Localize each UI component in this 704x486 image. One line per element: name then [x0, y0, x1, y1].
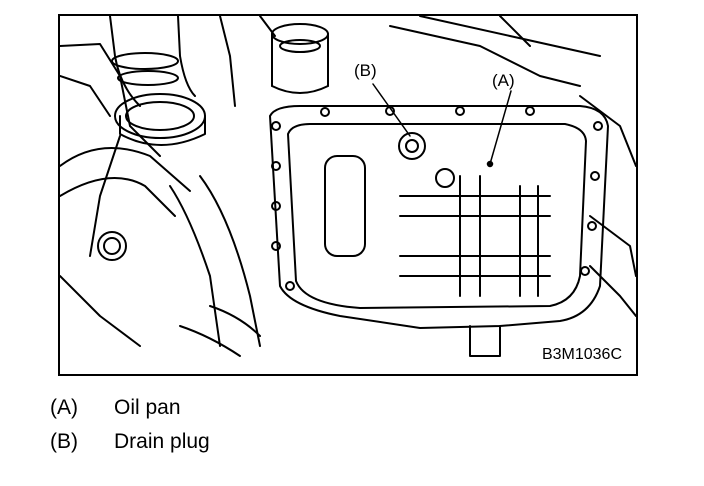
callout-labels: (B) (A): [354, 61, 515, 90]
coolant-pipe: [60, 147, 261, 357]
legend-text: Oil pan: [114, 396, 181, 419]
legend: (A) Oil pan (B) Drain plug: [50, 396, 210, 464]
legend-key: (A): [50, 396, 78, 419]
oil-pan-illustration: (B) (A) B3M1036C: [58, 14, 638, 376]
legend-item: (A) Oil pan: [50, 396, 210, 430]
engine-underside-drawing: (B) (A): [60, 16, 636, 357]
legend-key: (B): [50, 430, 78, 453]
intake-pipe: [109, 16, 206, 146]
legend-text: Drain plug: [114, 430, 210, 453]
callout-b-label: (B): [354, 61, 377, 80]
oil-pan: [269, 105, 609, 357]
callout-a-label: (A): [492, 71, 515, 90]
legend-item: (B) Drain plug: [50, 430, 210, 464]
engine-background: [60, 16, 636, 347]
oil-filter: [271, 23, 329, 94]
callout-leaders: [372, 83, 512, 168]
figure-code: B3M1036C: [539, 346, 624, 364]
